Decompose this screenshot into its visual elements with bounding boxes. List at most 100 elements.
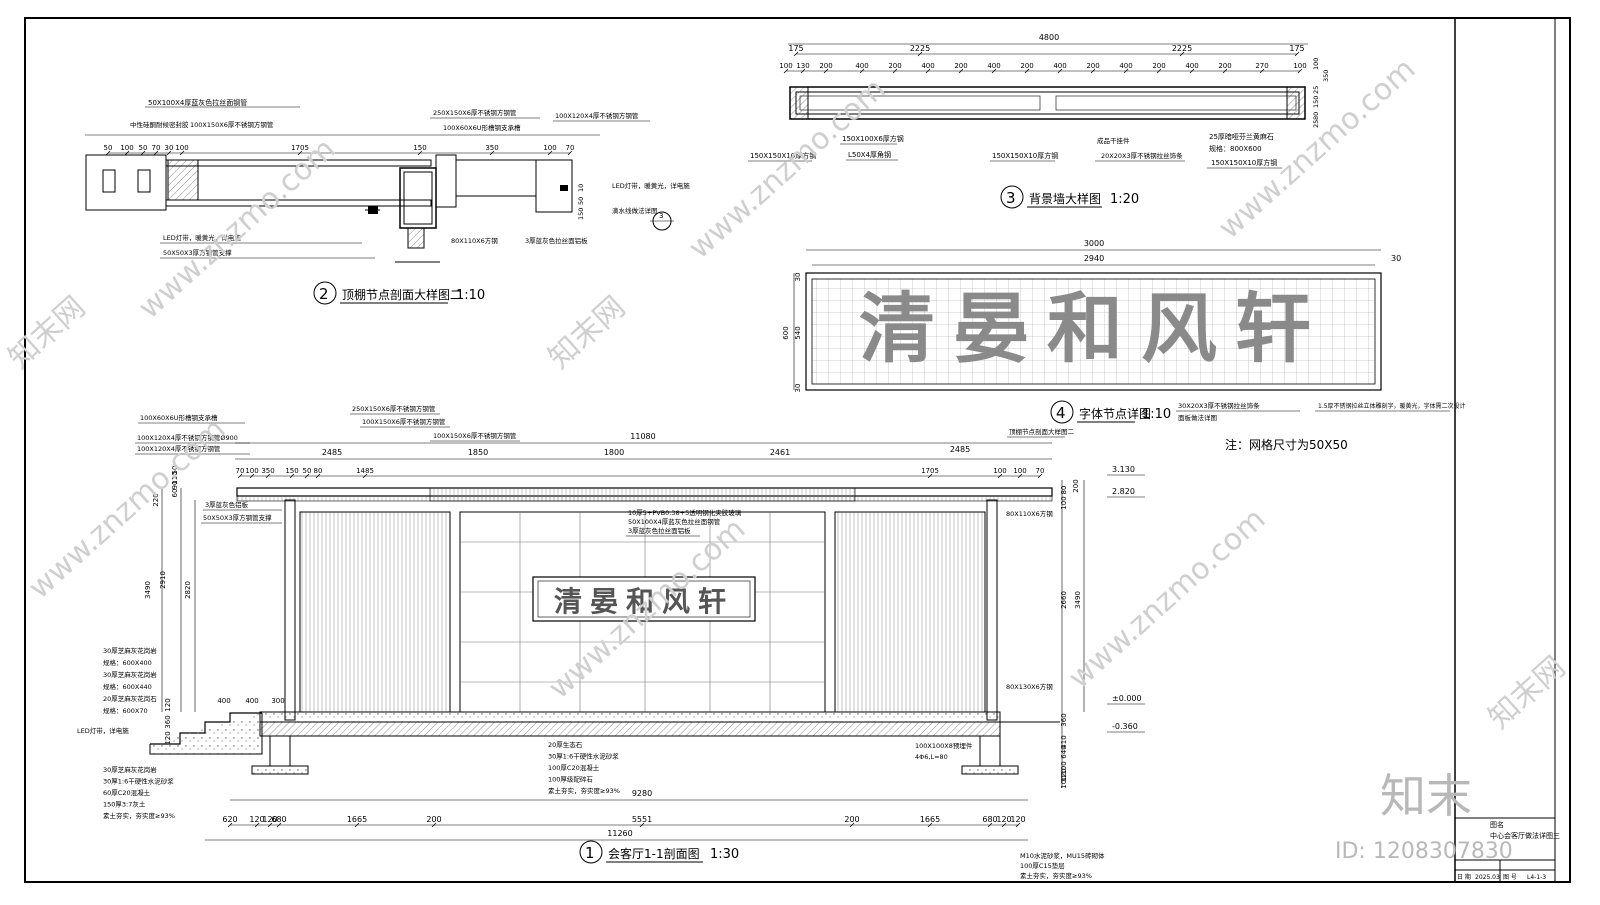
d1-embed-1: 4Φ6,L=80 xyxy=(915,753,948,761)
d1-callout-mid-0: 3厚蓝灰色铝板 xyxy=(205,500,249,509)
drawing-1-section: 清晏和风轩 100X60X6U形槽钢支承槽100X120X4厚不锈钢方钢管Ø90… xyxy=(77,404,1145,880)
d3-number: 3 xyxy=(1006,189,1016,207)
d3-dim-row1-3: 175 xyxy=(1289,44,1304,53)
d1-sub-dim-8: 100 xyxy=(993,467,1006,475)
d2-callout-bottom-2: 80X110X6方钢 xyxy=(451,236,498,245)
d1-right-dim-7: 640 xyxy=(1060,745,1068,758)
watermark-id: ID: 1208307830 xyxy=(1335,839,1513,864)
d4-inner: 2940 xyxy=(1084,254,1104,263)
title-block: 图名 中心会客厅做法详图三 日 期 2025.03 图 号 L4-1-3 xyxy=(1455,817,1560,882)
d1-layer-right-1: 100厚C15垫层 xyxy=(1020,861,1065,870)
d1-sub-dim-4: 50 xyxy=(303,467,312,475)
d1-right-dim-3: 2660 xyxy=(1060,591,1068,609)
d1-sub-dim-0: 70 xyxy=(236,467,245,475)
d2-callout-top-5: 100X120X4厚不锈钢方钢管 xyxy=(555,111,639,120)
d3-dim-row2-10: 200 xyxy=(1086,62,1099,70)
d3-callout-1: 150X100X6厚方钢 xyxy=(842,134,904,143)
d1-callout-mid-1: 50X50X3厚方钢管支撑 xyxy=(203,513,272,522)
d1-stair-dim-0: 400 xyxy=(217,697,230,705)
title-block-date-label: 日 期 xyxy=(1457,873,1471,881)
d3-dim-row2-16: 100 xyxy=(1293,62,1306,70)
d1-layer-center-0: 20厚生态石 xyxy=(548,740,583,749)
d1-right-dim-4: 3490 xyxy=(1074,591,1082,609)
title-block-name-label: 图名 xyxy=(1490,820,1504,829)
watermark-logo: 知末 xyxy=(1380,769,1472,823)
d3-callout-3: 150X150X10厚方钢 xyxy=(992,151,1058,160)
d1-left-dim-3: 110 xyxy=(171,471,179,484)
d1-sub-dim-9: 100 xyxy=(1013,467,1026,475)
d3-callout-5: 20X20X3厚不锈钢拉丝饰条 xyxy=(1101,151,1183,160)
d1-stair-dim-2: 300 xyxy=(271,697,284,705)
d1-bottom-dim-5: 200 xyxy=(426,815,441,824)
d1-bottom-dim-1: 120 xyxy=(249,815,264,824)
d3-dim-row2-6: 200 xyxy=(954,62,967,70)
d1-scale: 1:30 xyxy=(710,847,739,862)
d1-right-dim-1: 80 xyxy=(1060,486,1068,495)
d1-layer-left-0: 30厚芝麻灰花岗岩 xyxy=(103,765,157,774)
d1-bottom-total: 11260 xyxy=(607,829,632,838)
d2-callout-bottom-0: LED灯带，暖黄光，详电施 xyxy=(163,233,241,242)
d1-layer-center-2: 100厚C20混凝土 xyxy=(548,763,600,772)
d1-callout-left-3: 规格：600X440 xyxy=(103,682,152,691)
d4-total: 3000 xyxy=(1084,239,1104,248)
d1-layer-left-1: 30厚1:6干硬性水泥砂浆 xyxy=(103,777,174,786)
d2-dim-2: 50 xyxy=(139,144,148,152)
d1-bottom-dim-8: 1665 xyxy=(920,815,940,824)
d1-callout-top-0: 100X60X6U形槽钢支承槽 xyxy=(140,413,218,422)
d1-total-top: 11080 xyxy=(630,432,655,441)
d3-callout-6: 25厚暗哑芬兰黄麻石 xyxy=(1209,132,1274,141)
d3-dim-row2-12: 200 xyxy=(1152,62,1165,70)
d3-dim-row2-14: 200 xyxy=(1218,62,1231,70)
d1-sub-dim-2: 350 xyxy=(261,467,274,475)
d4-side-dim-2: 540 xyxy=(794,326,802,339)
d2-callout-top-1: 中性硅酮耐候密封胶 xyxy=(130,120,189,129)
d2-title: 顶棚节点剖面大样图二 xyxy=(342,287,462,302)
d1-bottom-dim-10: 120 xyxy=(996,815,1011,824)
d3-callout-0: 150X150X10厚方钢 xyxy=(750,151,816,160)
d1-elevation-3: -0.360 xyxy=(1112,722,1138,731)
d1-callout-mid-4: 3厚蓝灰色拉丝面铝板 xyxy=(628,526,691,535)
d1-right-dim-10: 100 xyxy=(1060,775,1068,788)
d2-callout-bottom-3: 3厚蓝灰色拉丝面铝板 xyxy=(525,236,588,245)
watermark-brand-2: 知末网 xyxy=(542,290,632,376)
d1-callout-top-6: 顶棚节点剖面大样图二 xyxy=(1009,427,1075,436)
d4-callout-1: 1.5厚不锈钢拉丝立体雕刻字，暖黄光，字体需二次设计 xyxy=(1318,402,1466,410)
d1-left-dim-7: 2820 xyxy=(184,581,192,599)
d1-sub-dim-1: 100 xyxy=(245,467,258,475)
d1-right-dim-0: 200 xyxy=(1072,479,1080,492)
d1-callout-mid-2: 10厚5+PVB0.38+5透明钢化夹胶玻璃 xyxy=(628,508,742,517)
d2-callout-top-a-0: 50X100X4厚蓝灰色拉丝面钢管 xyxy=(148,98,247,107)
d1-bottom-dim-2: 120 xyxy=(262,815,277,824)
d1-bottom-dim-0: 620 xyxy=(222,815,237,824)
d3-dim-row2-11: 400 xyxy=(1119,62,1132,70)
d3-side-dim-0: 25 xyxy=(1312,120,1320,128)
d3-side-dim-4: 350 xyxy=(1322,70,1330,82)
d1-top-dim-0: 2485 xyxy=(322,448,342,457)
d3-title: 背景墙大样图 xyxy=(1029,191,1101,206)
watermark-brand-3: 知末网 xyxy=(1482,650,1572,736)
d1-right-dim-2: 100 xyxy=(1060,496,1068,509)
d2-callout-top-3: 250X150X6厚不锈钢方钢管 xyxy=(433,108,517,117)
d1-bottom-dim-4: 1665 xyxy=(347,815,367,824)
d3-dim-row1-0: 175 xyxy=(788,44,803,53)
d1-bottom-dim-11: 120 xyxy=(1010,815,1025,824)
title-block-date-value: 2025.03 xyxy=(1475,874,1500,881)
sign-large-text: 清晏和风轩 xyxy=(859,284,1329,373)
d1-callout-left-0: 30厚芝麻灰花岗岩 xyxy=(103,646,157,655)
d2-number: 2 xyxy=(319,285,329,303)
d4-side: 30 xyxy=(1391,254,1401,263)
d1-right-dim-8: 100 xyxy=(1060,761,1068,774)
d2-callout-right-1: 滴水线做法详图 xyxy=(612,206,658,215)
d3-dim-row2-1: 130 xyxy=(796,62,809,70)
d1-callout-top-2: 100X120X4厚不锈钢方钢管 xyxy=(137,444,221,453)
watermark-brand-1: 知末网 xyxy=(2,290,92,376)
d2-callout-top-2: 100X150X6厚不锈钢方钢管 xyxy=(190,120,274,129)
d1-top-dim-3: 2461 xyxy=(770,448,790,457)
d1-callout-top-5: 100X150X6厚不锈钢方钢管 xyxy=(433,431,517,440)
d1-left-dim-5: 3490 xyxy=(144,581,152,599)
d3-dim-row2-7: 400 xyxy=(987,62,1000,70)
d1-left-dim-6: 2910 xyxy=(159,571,167,589)
d1-layer-left-2: 60厚C20混凝土 xyxy=(103,788,151,797)
